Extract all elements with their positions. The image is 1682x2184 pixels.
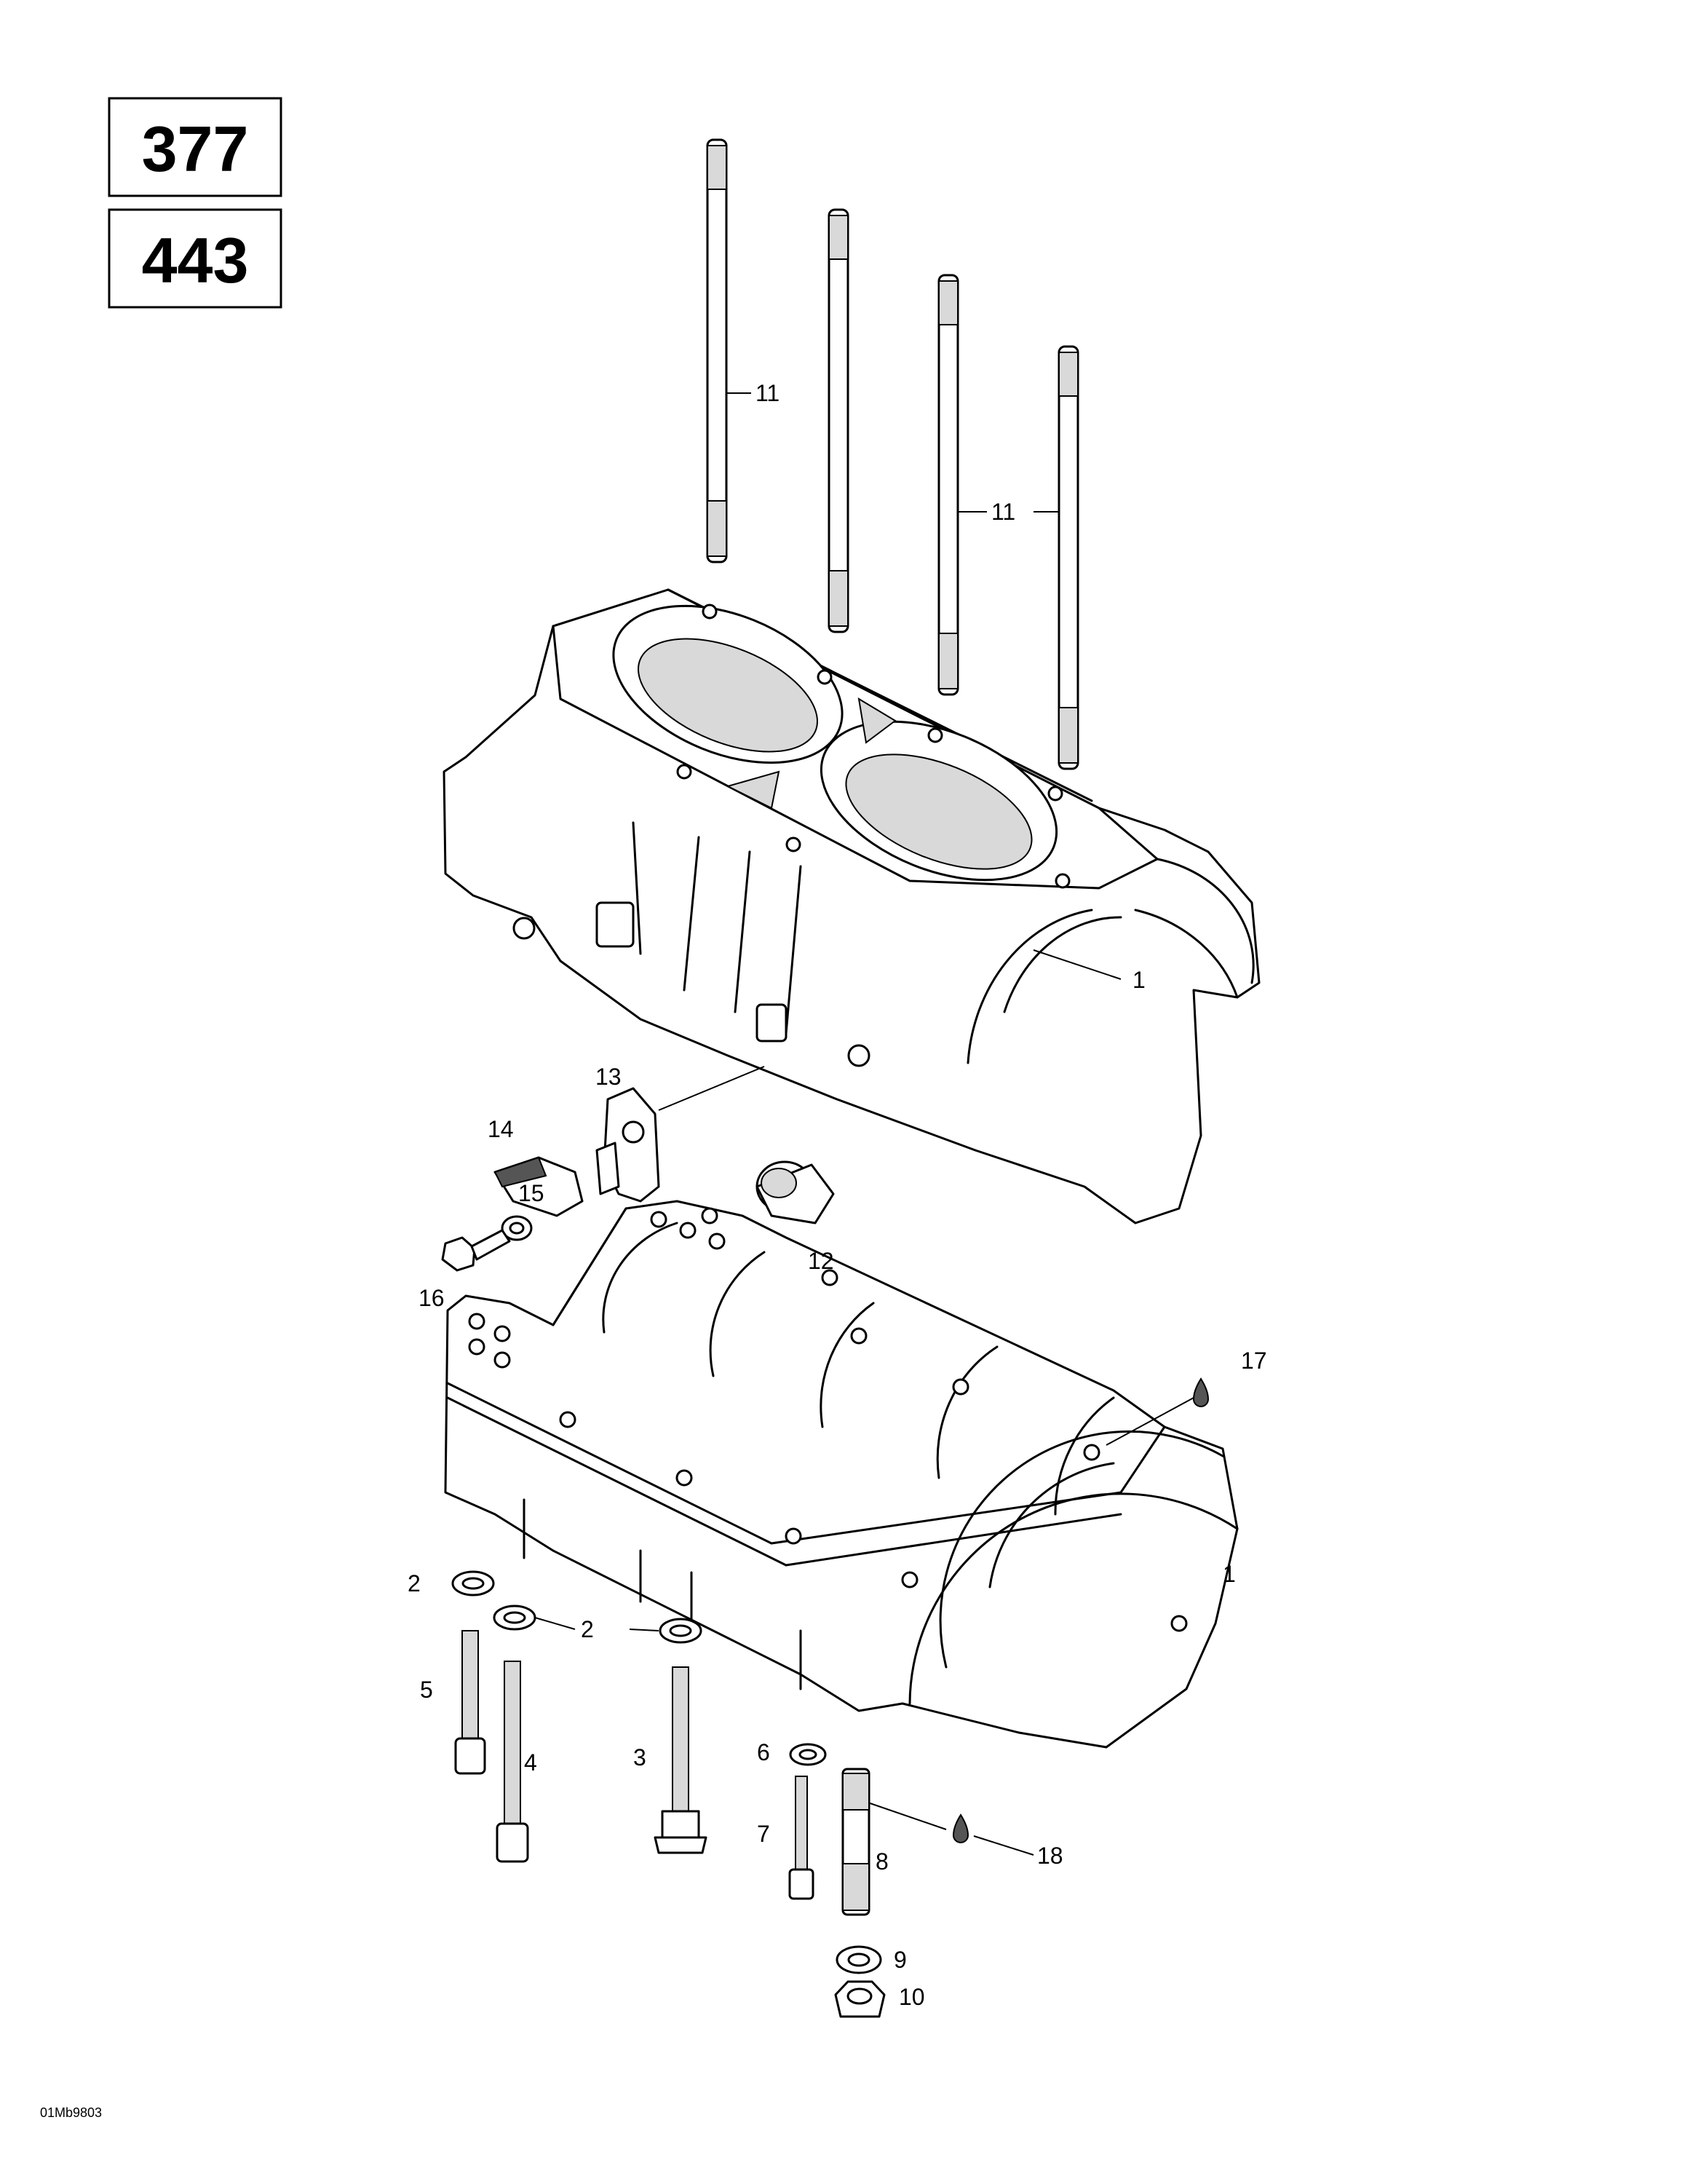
- sealant-drop-17: [1192, 1377, 1210, 1407]
- callout-6: 6: [757, 1739, 770, 1765]
- callout-10: 10: [899, 1984, 925, 2010]
- stud-8: [841, 1768, 870, 1916]
- callout-9: 9: [894, 1947, 907, 1973]
- bracket-13: [595, 1087, 660, 1203]
- callout-16: 16: [418, 1285, 445, 1311]
- plug-12: [755, 1160, 835, 1224]
- callout-7: 7: [757, 1821, 770, 1847]
- drawing-code: 01Mb9803: [40, 2105, 102, 2120]
- bolt-16: [441, 1229, 511, 1272]
- callout-1-lower: 1: [1223, 1561, 1236, 1587]
- callout-11-b: 11: [991, 499, 1015, 525]
- washer-2-a: [451, 1570, 495, 1597]
- callout-13: 13: [595, 1064, 622, 1090]
- washer-6: [789, 1743, 827, 1766]
- callout-8: 8: [876, 1848, 889, 1875]
- stud-11-d: [1058, 345, 1079, 770]
- callout-2-a: 2: [408, 1570, 421, 1597]
- callout-18: 18: [1037, 1843, 1063, 1869]
- washer-15: [501, 1215, 533, 1241]
- washer-2-c: [659, 1618, 702, 1644]
- callout-2-b: 2: [581, 1616, 594, 1642]
- model-label-443: 443: [142, 224, 249, 296]
- nut-10: [834, 1980, 886, 2018]
- sealant-drop-18: [952, 1813, 969, 1843]
- callout-5: 5: [420, 1677, 433, 1703]
- callout-11-a: 11: [755, 380, 779, 406]
- washer-2-b: [493, 1605, 536, 1631]
- callout-12: 12: [808, 1248, 834, 1274]
- stud-11-c: [937, 274, 959, 696]
- upper-crankcase: [443, 588, 1261, 1224]
- lower-crankcase: [444, 1200, 1239, 1749]
- callout-15: 15: [518, 1180, 544, 1206]
- screw-7: [788, 1776, 814, 1900]
- callout-4: 4: [524, 1749, 537, 1776]
- bolt-5: [454, 1630, 486, 1775]
- callout-1-upper: 1: [1132, 967, 1146, 993]
- washer-9: [836, 1945, 882, 1974]
- stud-11-b: [828, 208, 849, 633]
- model-box-377: 377: [108, 97, 282, 197]
- stud-11-a: [706, 138, 728, 563]
- bolt-3: [654, 1666, 707, 1854]
- callout-14: 14: [488, 1116, 514, 1142]
- clip-14: [493, 1156, 584, 1217]
- callout-3: 3: [633, 1744, 646, 1770]
- model-box-443: 443: [108, 208, 282, 309]
- bolt-4: [496, 1661, 529, 1863]
- model-label-377: 377: [142, 113, 249, 185]
- callout-17: 17: [1241, 1348, 1267, 1374]
